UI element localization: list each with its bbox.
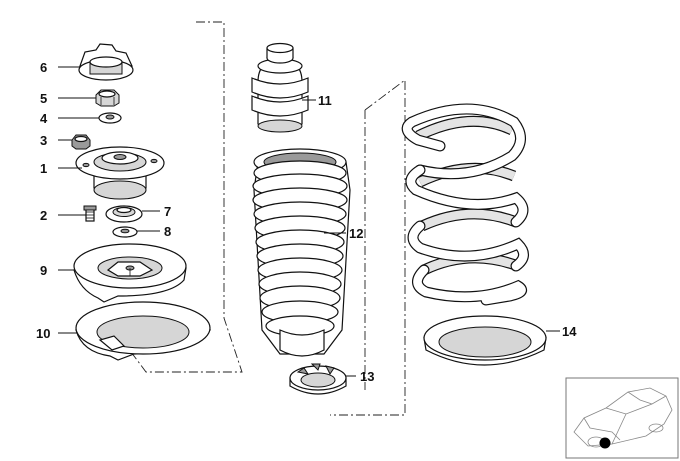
callout-3: 3 (40, 133, 47, 148)
callout-13: 13 (360, 369, 374, 384)
part-11-bump-stop (251, 42, 309, 133)
part-2-bolt (83, 205, 97, 222)
callout-4: 4 (40, 111, 48, 126)
callout-10: 10 (36, 326, 50, 341)
part-8-washer (112, 226, 138, 238)
car-location-thumbnail (565, 377, 679, 459)
part-5-hex-nut (95, 89, 120, 107)
callout-14: 14 (562, 324, 577, 339)
callout-9: 9 (40, 263, 47, 278)
part-9-spring-seat-upper (73, 243, 187, 303)
part-14-spring-seat-lower (423, 315, 547, 366)
callout-6: 6 (40, 60, 47, 75)
location-marker-dot (599, 437, 611, 449)
assembly-bracket-left (121, 21, 243, 373)
car-location-icon (573, 387, 673, 449)
callout-1: 1 (40, 161, 47, 176)
callout-12: 12 (349, 226, 363, 241)
callout-5: 5 (40, 91, 47, 106)
part-7-bearing-ring (105, 205, 143, 223)
part-6-top-mount-cap (78, 43, 134, 81)
part-13-stop-ring (289, 363, 347, 395)
callout-11: 11 (318, 93, 332, 108)
coil-spring (401, 103, 529, 306)
part-12-dust-boot (252, 148, 351, 357)
part-1-strut-mount (75, 146, 165, 200)
leader-lines (58, 66, 560, 377)
part-3-nut (71, 134, 91, 150)
callout-8: 8 (164, 224, 171, 239)
part-10-spring-pad (75, 301, 211, 361)
assembly-bracket-right (330, 79, 406, 416)
callout-2: 2 (40, 208, 47, 223)
part-4-washer (98, 112, 122, 124)
callout-7: 7 (164, 204, 171, 219)
